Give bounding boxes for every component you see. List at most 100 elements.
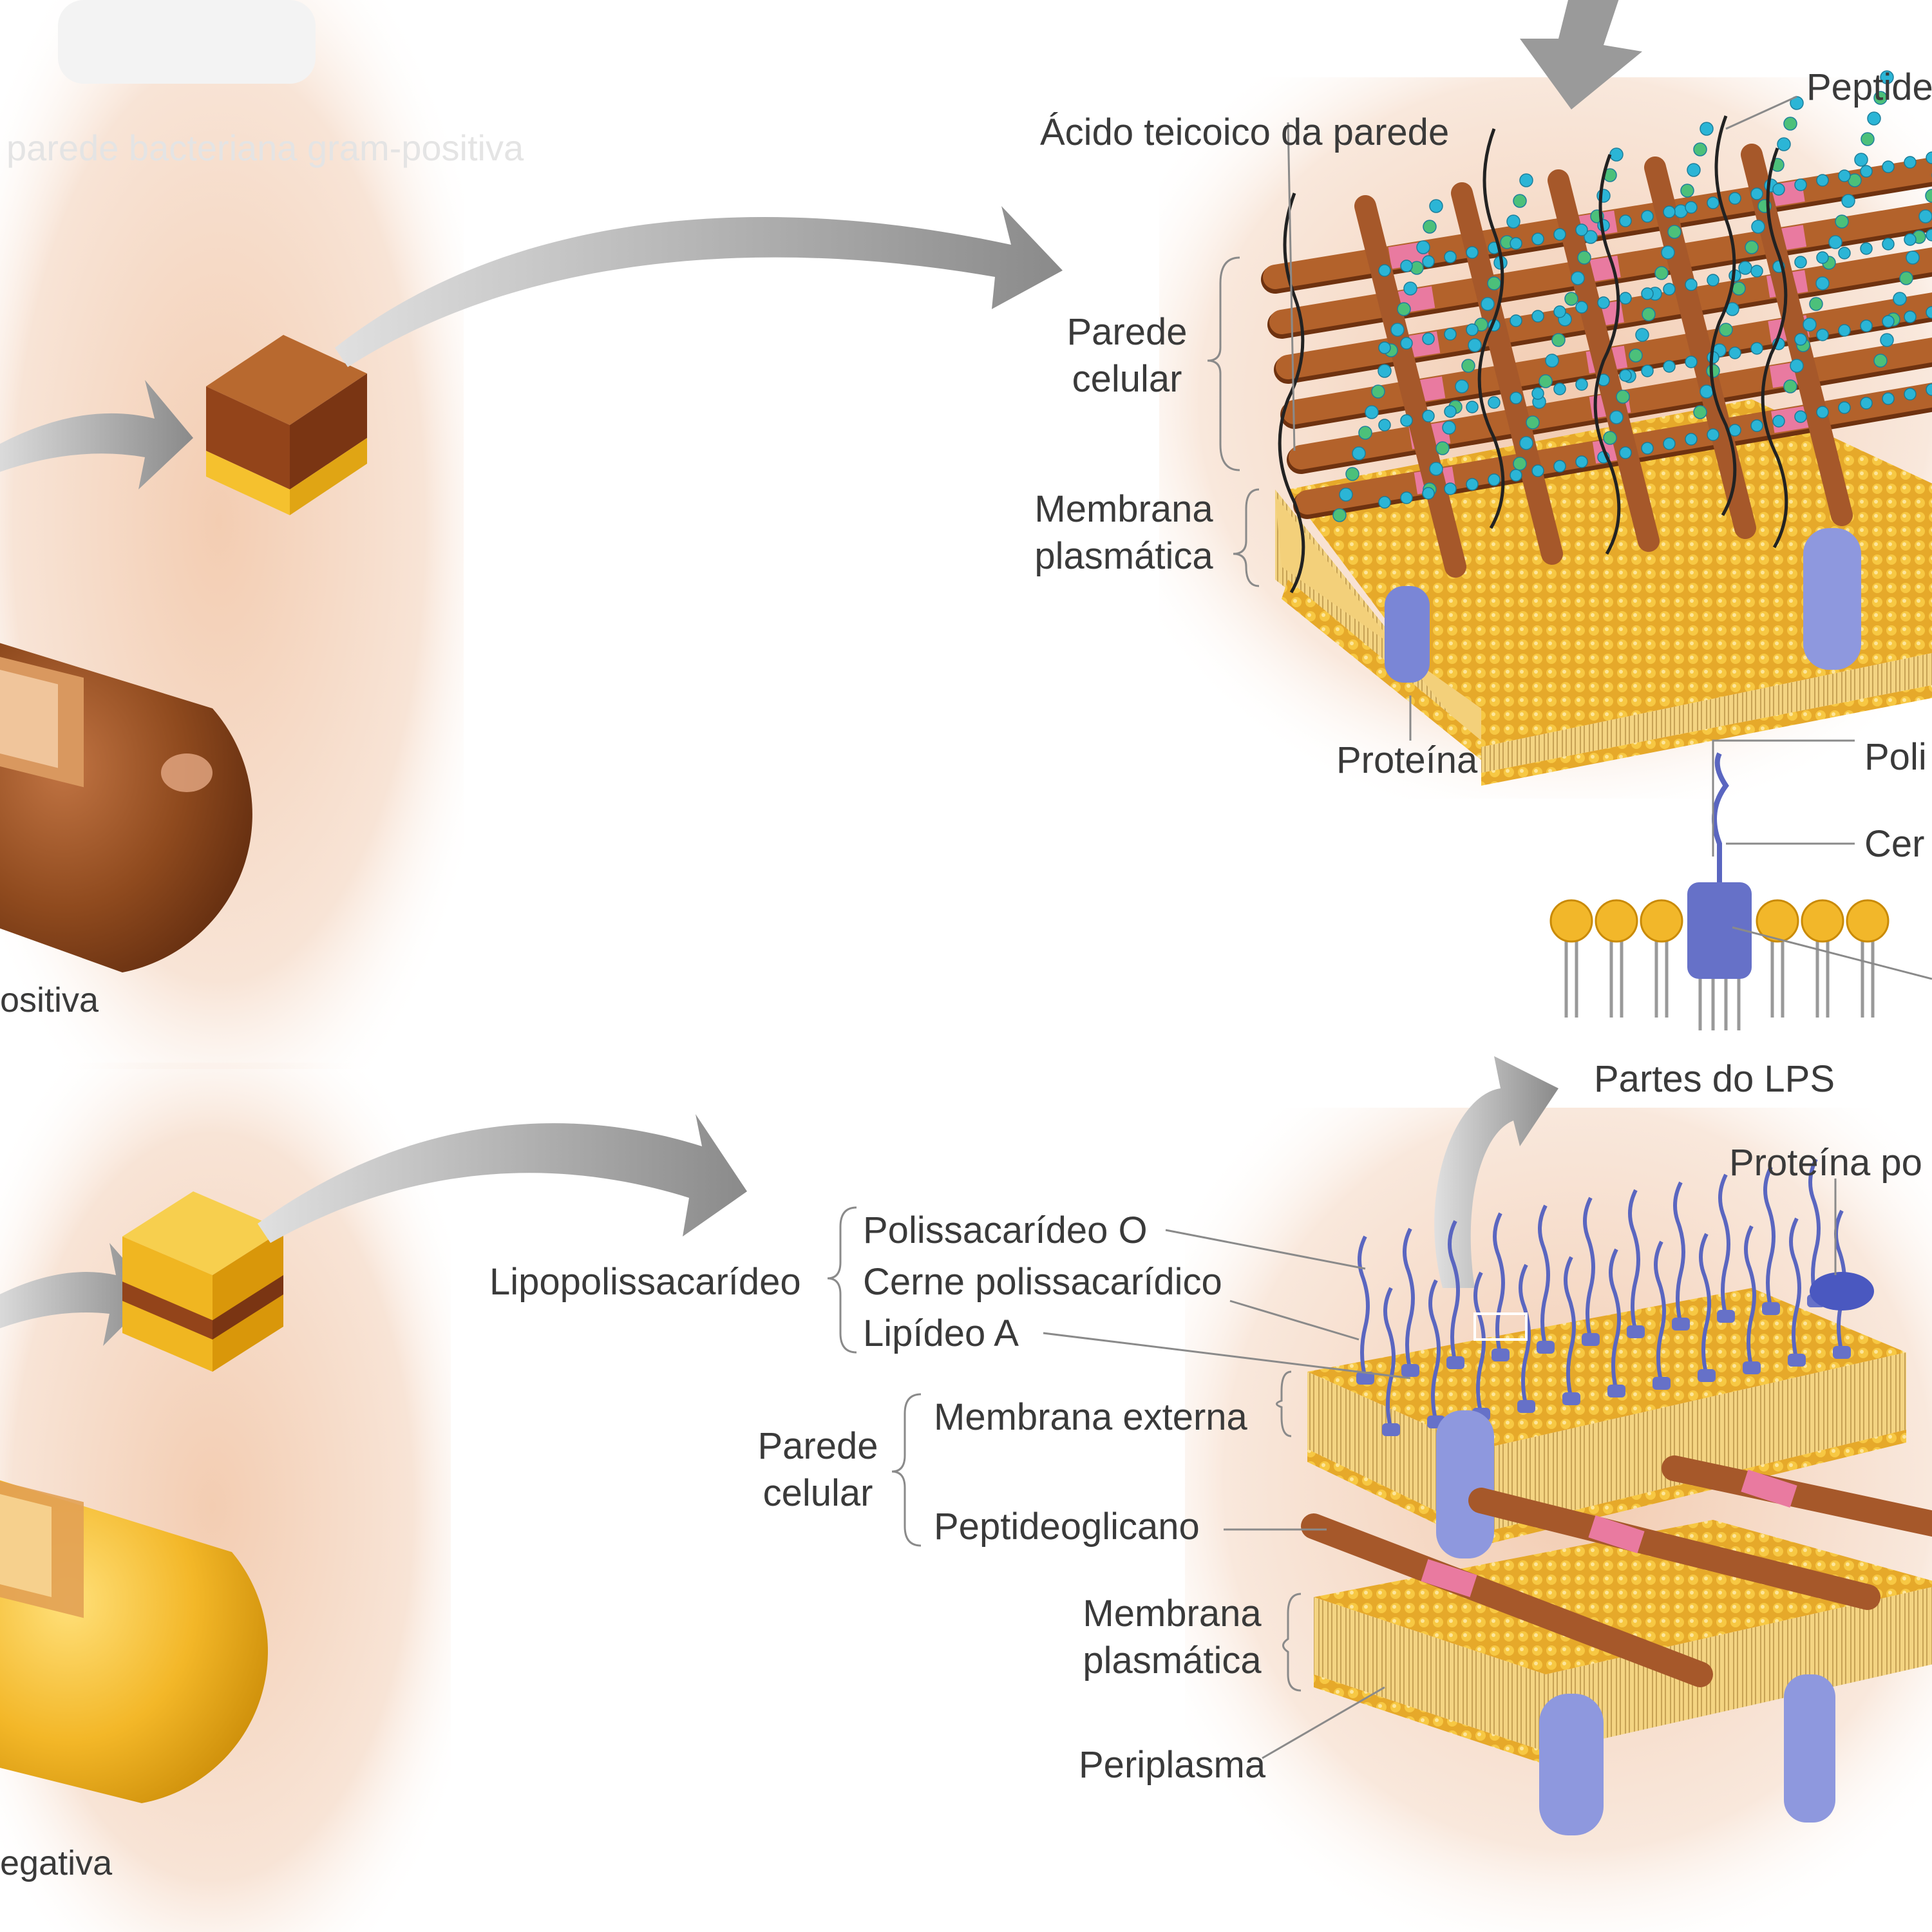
glycan-bead <box>1926 306 1932 319</box>
lps-parts-label: Partes do LPS <box>1594 1058 1835 1100</box>
glycan-bead <box>1444 251 1457 263</box>
teichoic-acid-strand <box>1709 115 1737 516</box>
amino-acid-bead <box>1539 374 1553 388</box>
lps-core <box>1833 1346 1851 1359</box>
glycan-bead <box>1575 223 1588 236</box>
amino-acid-bead <box>1545 354 1559 368</box>
amino-acid-bead <box>1397 302 1411 316</box>
lps-core <box>1537 1341 1555 1354</box>
glycan-bead <box>1641 365 1654 377</box>
lps-core <box>1788 1354 1806 1367</box>
gram-positive-cell-label: ositiva <box>0 981 99 1019</box>
glycan-bead <box>1663 437 1676 450</box>
glycan-bead <box>1510 392 1522 404</box>
lipopolysaccharide-label: Lipopolissacarídeo <box>489 1261 801 1303</box>
glycan-bead <box>1904 310 1917 323</box>
amino-acid-bead <box>1732 281 1746 296</box>
amino-acid-bead <box>1468 338 1482 352</box>
glycan-bead <box>1772 415 1785 428</box>
poly-label-right: Poli <box>1864 736 1927 778</box>
amino-acid-bead <box>1513 457 1527 471</box>
glycan-bead <box>1816 406 1829 419</box>
o-polysaccharide-chain <box>1789 1217 1801 1361</box>
glycan-bead <box>1707 196 1719 209</box>
amino-acid-bead <box>1352 446 1366 460</box>
glycan-bead <box>1860 319 1873 332</box>
glycan-bead <box>1510 469 1522 482</box>
cell-wall-line2: celular <box>762 1472 873 1514</box>
amino-acid-bead <box>1835 214 1849 229</box>
o-polysaccharide-chain <box>1718 1173 1730 1317</box>
glycan-bead <box>1378 419 1391 431</box>
amino-acid-bead <box>1783 379 1797 393</box>
protein-label: Proteína <box>1336 739 1478 781</box>
amino-acid-bead <box>1803 317 1817 332</box>
amino-acid-bead <box>1745 240 1759 254</box>
cell-wall-line2: celular <box>1072 357 1182 400</box>
amino-acid-bead <box>1378 364 1392 378</box>
amino-acid-bead <box>1371 384 1385 399</box>
o-polysaccharide-chain <box>1609 1248 1621 1392</box>
amino-acid-bead <box>1442 421 1456 435</box>
glycan-bead <box>1750 265 1763 278</box>
amino-acid-bead <box>1693 405 1707 419</box>
amino-acid-bead <box>1841 194 1855 208</box>
bacillus-icon <box>0 643 252 972</box>
amino-acid-bead <box>1577 251 1591 265</box>
glycan-bead <box>1641 287 1654 300</box>
faded-title-smudge <box>58 0 316 84</box>
glycan-bead <box>1597 296 1610 309</box>
o-polysaccharide-chain <box>1428 1279 1441 1423</box>
glycan-bead <box>1707 428 1719 441</box>
o-polysaccharide-chain <box>1583 1197 1595 1340</box>
cell-wall-label-top: Parede celular <box>1056 309 1198 402</box>
amino-acid-bead <box>1861 132 1875 146</box>
amino-acid-bead <box>1571 271 1585 285</box>
bacillus-icon <box>0 1478 268 1803</box>
glycan-bead <box>1619 292 1632 305</box>
amino-acid-bead <box>1680 184 1694 198</box>
glycan-bead <box>1444 405 1457 418</box>
o-polysaccharide-chain <box>1538 1204 1550 1348</box>
glycan-bead <box>1838 169 1851 182</box>
amino-acid-bead <box>1629 348 1643 363</box>
glycan-bead <box>1816 251 1829 264</box>
glycan-bead <box>1728 346 1741 359</box>
o-polysaccharide-chain <box>1493 1212 1505 1356</box>
glycan-bead <box>1575 301 1588 314</box>
leader-lines <box>1043 95 1932 1759</box>
glycan-bead <box>1553 305 1566 318</box>
wall-teichoic-acid-label: Ácido teicoico da parede <box>1040 111 1450 153</box>
amino-acid-bead <box>1609 147 1624 162</box>
amino-acid-bead <box>1873 91 1888 105</box>
phospholipid-head <box>1801 899 1844 943</box>
o-polysaccharide-chain <box>1448 1220 1460 1363</box>
arrow-icon <box>0 1243 155 1346</box>
glycan-bead <box>1882 160 1895 173</box>
glycan-bead <box>1794 410 1807 423</box>
lps-core <box>1627 1325 1645 1338</box>
glycan-bead <box>1860 397 1873 410</box>
phospholipid-head <box>1756 899 1799 943</box>
amino-acid-bead <box>1790 359 1804 373</box>
pink-segment <box>1741 1470 1797 1508</box>
amino-acid-bead <box>1828 235 1842 249</box>
membrane-protein <box>1784 1674 1835 1823</box>
glycan-bead <box>1531 232 1544 245</box>
glycan-bead <box>1619 369 1632 382</box>
glycan-bead <box>1422 255 1435 268</box>
amino-acid-bead <box>1880 70 1894 84</box>
o-polysaccharide-chain <box>1654 1240 1666 1384</box>
o-polysaccharide-label: Polissacarídeo O <box>863 1209 1148 1251</box>
membrane-line1: Membrana <box>1083 1593 1262 1634</box>
amino-acid-bead <box>1603 431 1617 445</box>
membrane-protein <box>1539 1694 1604 1835</box>
glycan-bead <box>1553 228 1566 241</box>
amino-acid-bead <box>1815 276 1830 290</box>
glycan-bead <box>1685 278 1698 291</box>
glycan-bead <box>1619 214 1632 227</box>
porin-label: Proteína po <box>1729 1142 1922 1184</box>
glycan-bead <box>1926 151 1932 164</box>
amino-acid-bead <box>1751 220 1765 234</box>
teichoic-acid-strand <box>1477 128 1505 529</box>
